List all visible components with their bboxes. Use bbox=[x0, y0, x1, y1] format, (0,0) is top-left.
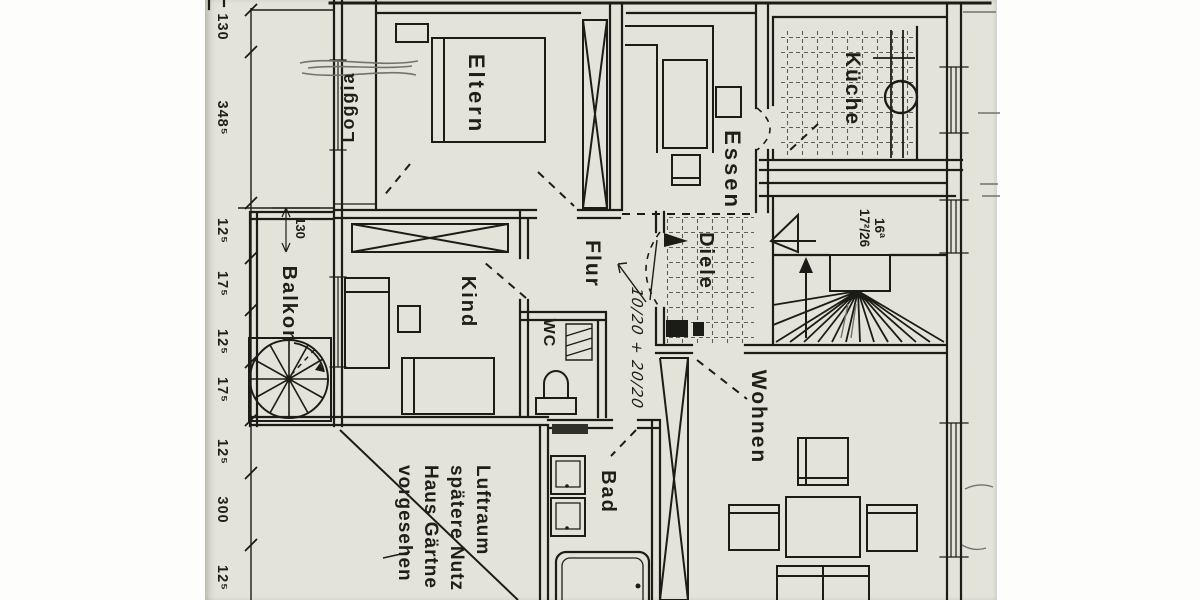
diele-marks bbox=[617, 233, 704, 337]
seating-wohnen bbox=[728, 437, 918, 600]
entrance-arrow bbox=[769, 212, 816, 254]
balkon-width-dimension bbox=[272, 207, 320, 253]
wc-fixtures bbox=[535, 323, 593, 415]
bed-eltern bbox=[395, 23, 546, 143]
furniture bbox=[344, 23, 918, 600]
door-swing-dashes bbox=[290, 107, 819, 457]
dimension-line bbox=[238, 3, 334, 600]
kitchen-fixtures bbox=[873, 30, 919, 158]
bathroom-fixtures bbox=[550, 424, 651, 600]
luftraum-diagonal bbox=[339, 429, 519, 600]
spiral-staircase bbox=[248, 337, 332, 422]
walls bbox=[207, 0, 992, 600]
wardrobe-crossed-boxes bbox=[351, 19, 689, 600]
dining-set-essen bbox=[625, 25, 742, 186]
bed-kind bbox=[344, 277, 495, 415]
pencil-marks bbox=[299, 11, 1000, 551]
hatch-fills bbox=[666, 30, 913, 343]
main-staircase bbox=[769, 212, 945, 343]
